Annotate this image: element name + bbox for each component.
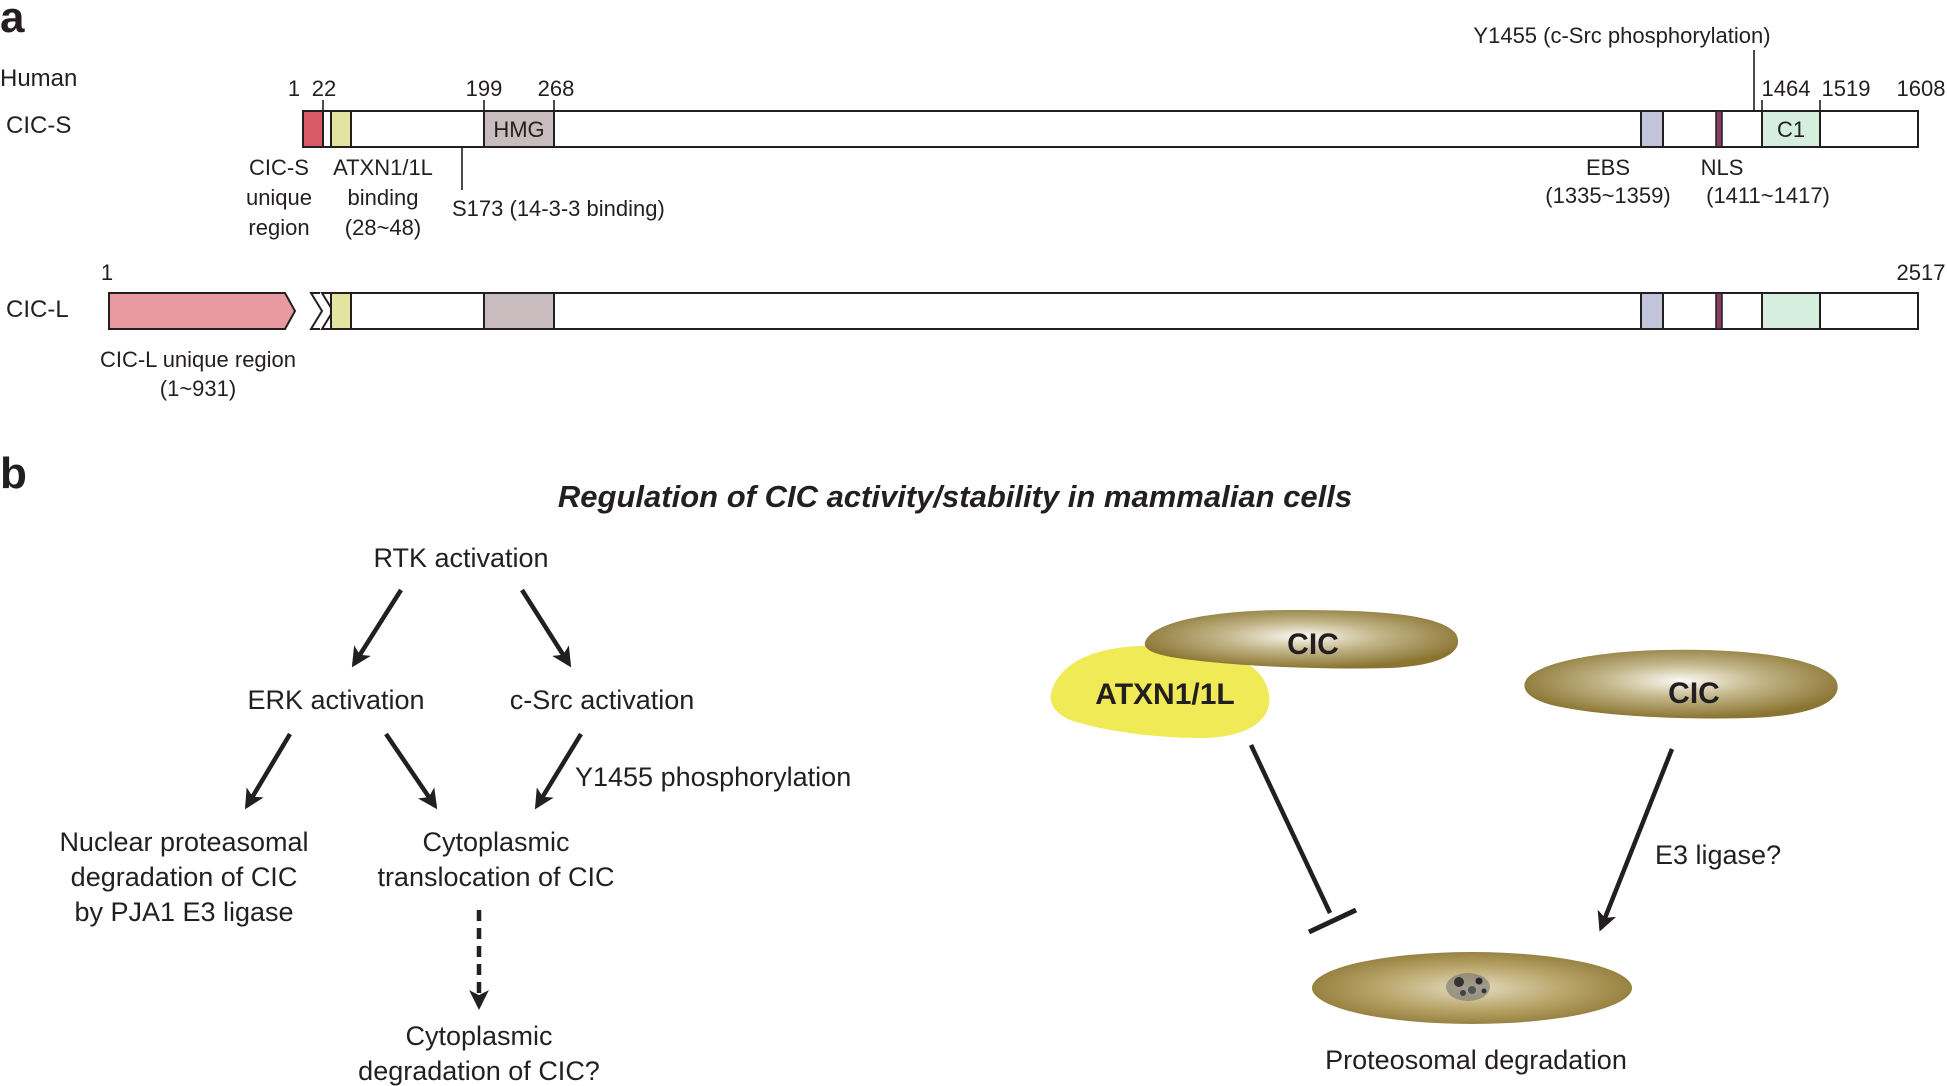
rtk-activation: RTK activation [373, 543, 548, 573]
cic-s-pos-1519: 1519 [1822, 76, 1871, 101]
s173-label: S173 (14-3-3 binding) [452, 196, 665, 221]
ebs-line1: EBS [1586, 155, 1630, 180]
cic-l-atxn-binding-domain [330, 292, 352, 330]
cic-s-pos-1: 1 [288, 76, 300, 101]
cic-l-unique-domain [108, 292, 297, 330]
species-label: Human [0, 65, 77, 92]
cic-s-hmg-domain [483, 110, 555, 148]
arrow-csrc-to-cyto [534, 732, 583, 810]
atxn-binding-line2: binding [348, 185, 419, 210]
phospho-site-label: Y1455 (c-Src phosphorylation) [1473, 23, 1770, 48]
stability-model: CIC ATXN1/1L CIC E3 ligase? Proteosomal … [1050, 610, 1838, 1075]
atxn-binding-line3: (28~48) [345, 215, 421, 240]
cic-l-ebs-domain [1640, 292, 1664, 330]
cic-l-unique-region-line1: CIC-L unique region [100, 347, 296, 372]
panel-b-title: Regulation of CIC activity/stability in … [558, 479, 1352, 514]
cic-l-break-mark [309, 292, 324, 330]
panel-b-label: b [0, 449, 27, 498]
inhibition-bar [1307, 907, 1358, 935]
arrow-erk-to-cyto [384, 732, 438, 810]
proteasome-label: Proteosomal degradation [1325, 1045, 1627, 1075]
cic-s-pos-22: 22 [312, 76, 336, 101]
csrc-activation: c-Src activation [510, 685, 695, 715]
cic-l-unique-region-line2: (1~931) [160, 376, 236, 401]
e3-arrow [1597, 748, 1675, 932]
cic-s-label: CIC-S [6, 112, 71, 139]
inhibition-line [1248, 744, 1333, 914]
cic-bound-label: CIC [1287, 628, 1339, 661]
cic-l-domain-map: CIC-L 1 2517 CIC-L unique region (1~931) [6, 260, 1945, 401]
cyto-translocation-line1: Cytoplasmic [422, 827, 569, 857]
c1-label: C1 [1777, 117, 1805, 142]
cic-l-bar [320, 292, 1919, 330]
arrow-rtk-to-csrc [520, 588, 572, 668]
cic-s-unique-domain [302, 110, 324, 148]
cic-s-unique-region-line3: region [248, 215, 309, 240]
cic-s-unique-region-line1: CIC-S [249, 155, 309, 180]
nuclear-degradation-line3: by PJA1 E3 ligase [74, 897, 293, 927]
atxn-blob [1050, 645, 1270, 738]
cic-l-start: 1 [101, 260, 113, 285]
arrow-rtk-to-erk [351, 588, 403, 668]
cic-s-pos-1464: 1464 [1762, 76, 1811, 101]
panel-a-label: a [0, 0, 25, 42]
cic-l-label: CIC-L [6, 296, 69, 323]
cyto-translocation-line2: translocation of CIC [377, 862, 614, 892]
cic-s-pos-1608: 1608 [1897, 76, 1946, 101]
atxn-label: ATXN1/1L [1095, 678, 1234, 711]
e3-ligase-label: E3 ligase? [1655, 840, 1781, 870]
cyto-degradation-line2: degradation of CIC? [358, 1056, 600, 1086]
hmg-label: HMG [493, 117, 544, 142]
cic-s-ebs-domain [1640, 110, 1664, 148]
nls-line1: NLS [1701, 155, 1744, 180]
cic-bound-blob [1144, 610, 1459, 669]
cic-s-c1-domain [1761, 110, 1821, 148]
atxn-binding-line1: ATXN1/1L [333, 155, 433, 180]
y1455-phosphorylation: Y1455 phosphorylation [575, 762, 851, 792]
degraded-fragments-icon [1446, 973, 1490, 1001]
cic-s-pos-268: 268 [538, 76, 575, 101]
cic-s-unique-region-line2: unique [246, 185, 312, 210]
cic-s-pos-199: 199 [466, 76, 503, 101]
signaling-flowchart: RTK activation ERK activation c-Src acti… [59, 543, 851, 1086]
erk-activation: ERK activation [247, 685, 424, 715]
cic-s-atxn-binding-domain [330, 110, 352, 148]
nuclear-degradation-line2: degradation of CIC [71, 862, 298, 892]
cic-s-nls-domain [1715, 110, 1723, 148]
nuclear-degradation-line1: Nuclear proteasomal [59, 827, 308, 857]
cic-free-blob [1524, 649, 1838, 719]
cic-free-label: CIC [1668, 677, 1720, 710]
cyto-degradation-line1: Cytoplasmic [405, 1021, 552, 1051]
cic-s-domain-map: CIC-S 1 22 199 268 1464 1519 1608 Y1455 … [6, 23, 1945, 240]
cic-l-end: 2517 [1897, 260, 1946, 285]
cic-l-hmg-domain [483, 292, 555, 330]
nls-line2: (1411~1417) [1706, 183, 1830, 208]
cic-l-c1-domain [1761, 292, 1821, 330]
arrow-erk-to-nuclear [244, 732, 292, 810]
cic-l-nls-domain [1715, 292, 1723, 330]
ebs-line2: (1335~1359) [1545, 183, 1670, 208]
